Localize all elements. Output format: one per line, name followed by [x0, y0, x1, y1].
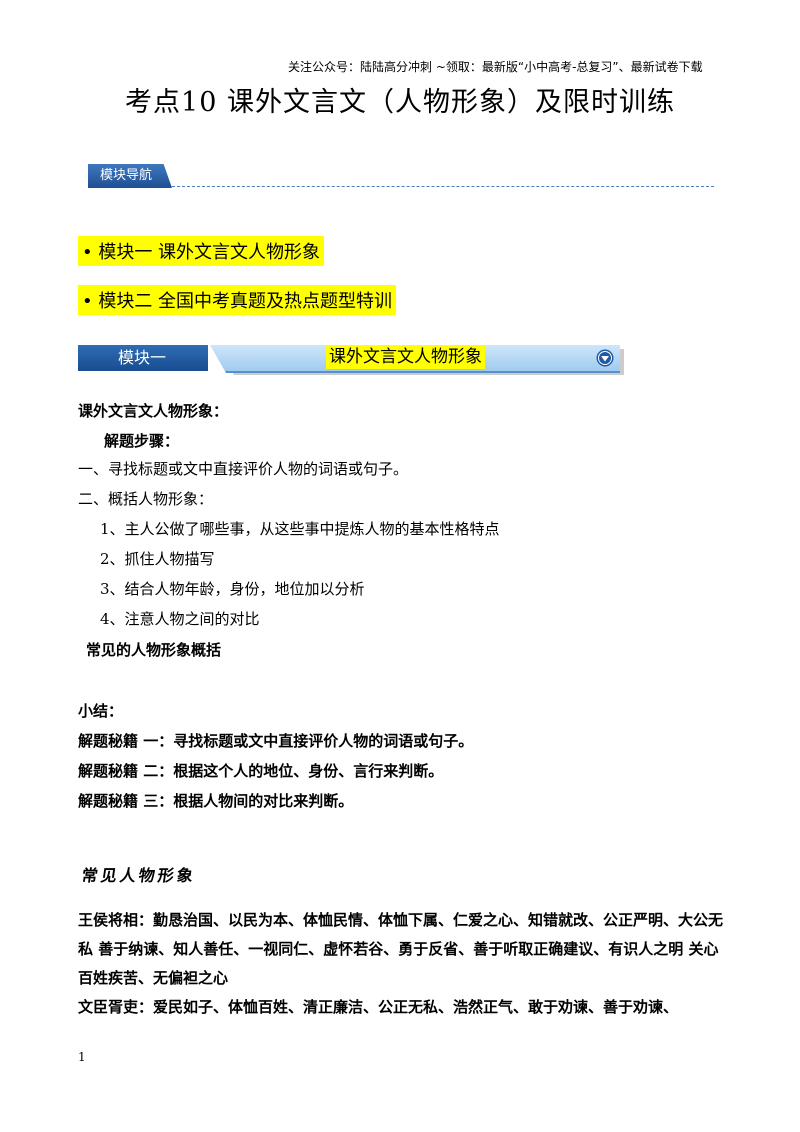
nav-item-module-2: • 模块二 全国中考真题及热点题型特训	[78, 285, 397, 315]
banner-left-label: 模块一	[78, 345, 208, 371]
page-number: 1	[78, 1050, 86, 1064]
secret-3: 解题秘籍 三：根据人物间的对比来判断。	[78, 792, 354, 810]
header-note: 关注公众号：陆陆高分冲刺 ~领取：最新版“小中高考-总复习”、最新试卷下载	[288, 60, 703, 74]
steps-title: 解题步骤：	[104, 432, 180, 450]
module-1-banner: 模块一 课外文言文人物形象	[78, 345, 624, 375]
chevron-down-circle-icon	[596, 349, 614, 367]
sub-step-2: 2、抓住人物描写	[100, 550, 215, 568]
secret-1: 解题秘籍 一：寻找标题或文中直接评价人物的词语或句子。	[78, 732, 474, 750]
secret-2: 解题秘籍 二：根据这个人的地位、身份、言行来判断。	[78, 762, 444, 780]
sub-step-4: 4、注意人物之间的对比	[100, 610, 260, 628]
common-summary-label: 常见的人物形象概括	[86, 641, 222, 659]
summary-title: 小结：	[78, 702, 124, 720]
wanghou-paragraph: 王侯将相：勤恳治国、以民为本、体恤民情、体恤下属、仁爱之心、知错就改、公正严明、…	[78, 911, 724, 987]
wenchen-paragraph: 文臣胥吏：爱民如子、体恤百姓、清正廉洁、公正无私、浩然正气、敢于劝谏、善于劝谏、	[78, 998, 679, 1016]
sub-step-3: 3、结合人物年龄，身份，地位加以分析	[100, 580, 365, 598]
banner-title: 课外文言文人物形象	[326, 345, 485, 369]
step-two: 二、概括人物形象：	[78, 490, 214, 508]
sub-step-1: 1、主人公做了哪些事，从这些事中提炼人物的基本性格特点	[100, 520, 500, 538]
nav-item-module-1: • 模块一 课外文言文人物形象	[78, 236, 325, 266]
section-heading: 课外文言文人物形象：	[78, 402, 229, 420]
step-one: 一、寻找标题或文中直接评价人物的词语或句子。	[78, 460, 409, 478]
page-title: 考点10 课外文言文（人物形象）及限时训练	[125, 87, 675, 118]
common-images-heading: 常见人物形象	[80, 866, 198, 885]
module-nav-tab: 模块导航	[88, 164, 172, 188]
nav-divider	[172, 186, 714, 187]
